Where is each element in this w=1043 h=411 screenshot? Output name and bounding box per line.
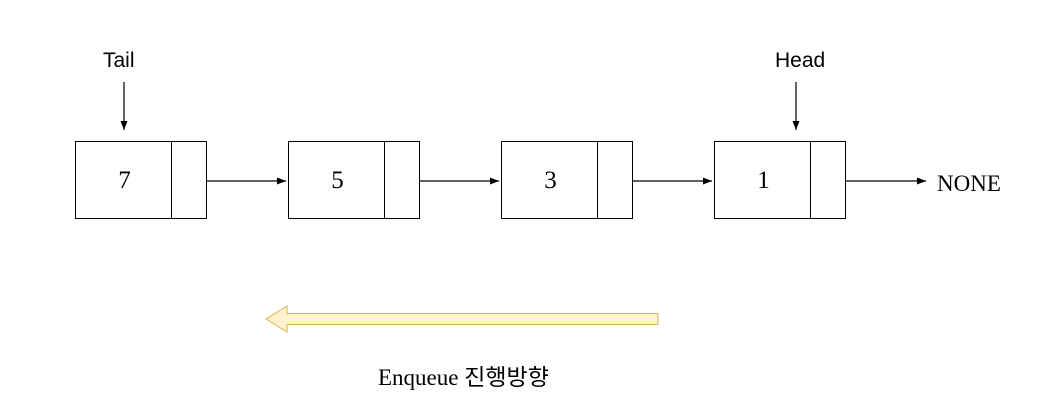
node-value: 5 bbox=[331, 166, 344, 194]
node-next-pointer-cell bbox=[171, 142, 206, 218]
list-node: 3 bbox=[501, 141, 633, 219]
enqueue-direction-arrow bbox=[265, 305, 659, 333]
node-value: 7 bbox=[118, 166, 131, 194]
list-node: 1 bbox=[714, 141, 846, 219]
tail-label: Tail bbox=[103, 49, 135, 72]
head-label: Head bbox=[775, 49, 826, 72]
enqueue-direction-caption: Enqueue 진행방향 bbox=[378, 365, 549, 390]
node-next-pointer-cell bbox=[597, 142, 632, 218]
terminal-none-label: NONE bbox=[937, 171, 1001, 196]
node-next-pointer-cell bbox=[810, 142, 845, 218]
list-node: 5 bbox=[288, 141, 420, 219]
node-value: 3 bbox=[544, 166, 557, 194]
list-node: 7 bbox=[75, 141, 207, 219]
node-value: 1 bbox=[757, 166, 770, 194]
node-next-pointer-cell bbox=[384, 142, 419, 218]
